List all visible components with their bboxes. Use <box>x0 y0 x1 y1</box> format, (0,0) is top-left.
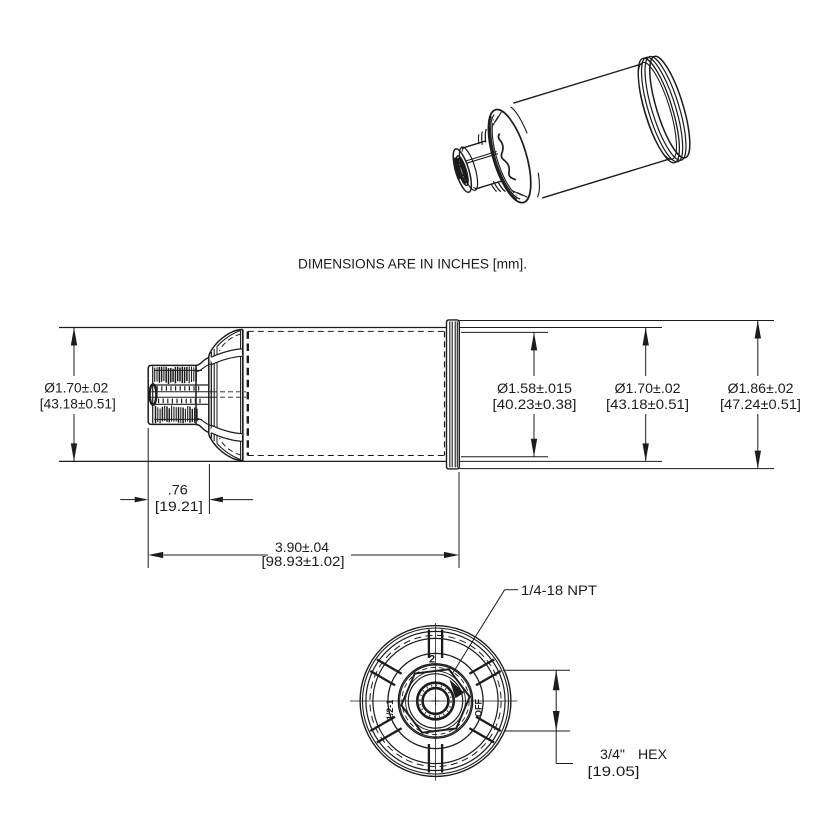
svg-text:[43.18±0.51]: [43.18±0.51] <box>606 397 689 412</box>
svg-text:[19.05]: [19.05] <box>588 764 640 779</box>
svg-text:[40.23±0.38]: [40.23±0.38] <box>493 397 577 412</box>
svg-text:3/4": 3/4" <box>600 747 625 762</box>
svg-text:[19.21]: [19.21] <box>155 499 203 514</box>
svg-text:2: 2 <box>429 654 435 666</box>
svg-text:Ø1.58±.015: Ø1.58±.015 <box>497 381 572 396</box>
svg-text:OFF: OFF <box>474 699 484 717</box>
svg-text:.76: .76 <box>168 483 188 498</box>
svg-text:3.90±.04: 3.90±.04 <box>275 540 330 555</box>
svg-text:Ø1.70±.02: Ø1.70±.02 <box>615 381 681 396</box>
svg-text:DIMENSIONS ARE IN INCHES [mm].: DIMENSIONS ARE IN INCHES [mm]. <box>298 257 527 272</box>
svg-text:[43.18±0.51]: [43.18±0.51] <box>40 397 116 412</box>
svg-text:Ø1.70±.02: Ø1.70±.02 <box>44 381 108 396</box>
svg-text:1/4-18 NPT: 1/4-18 NPT <box>521 583 597 598</box>
svg-text:[98.93±1.02]: [98.93±1.02] <box>262 554 345 569</box>
svg-text:HEX: HEX <box>638 747 667 762</box>
svg-text:[47.24±0.51]: [47.24±0.51] <box>720 397 801 412</box>
svg-text:Ø1.86±.02: Ø1.86±.02 <box>728 381 794 396</box>
svg-text:1/2-1: 1/2-1 <box>385 700 395 721</box>
